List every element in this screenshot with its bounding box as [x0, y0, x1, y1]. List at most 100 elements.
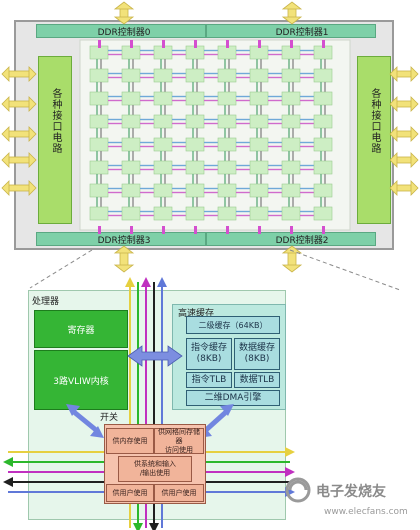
mesh-edge-port [162, 40, 165, 48]
mesh-edge-port [194, 226, 197, 234]
processor-cache-link-arrow [127, 345, 183, 367]
mesh-tile [121, 160, 141, 175]
ddr-controller-0-bar [36, 24, 206, 38]
right-io-arrow [389, 96, 419, 112]
ddr-controller-1-bar [206, 24, 376, 38]
mesh-edge-port [322, 226, 325, 234]
switch-system-io-port: 供系统和输入 /输出使用 [118, 456, 192, 482]
mesh-tile [185, 114, 205, 129]
mesh-tile [249, 183, 269, 198]
ddr-controller-0-label: DDR控制器0 [97, 28, 151, 38]
mesh-tile [281, 68, 301, 83]
icache-box: 指令缓存 (8KB) [186, 338, 232, 370]
mesh-tile [153, 137, 173, 152]
ddr3-io-arrow [113, 245, 135, 273]
itlb-box: 指令TLB [186, 372, 232, 388]
ddr-controller-3-bar [36, 232, 206, 246]
dtlb-box: 数据TLB [234, 372, 280, 388]
mesh-tile [185, 68, 205, 83]
mesh-tile [217, 137, 237, 152]
processor-switch-arrow [66, 404, 104, 438]
io-circuits-left-box [38, 56, 72, 224]
mesh-tile [153, 114, 173, 129]
mesh-tile [217, 160, 237, 175]
mesh-tile [249, 160, 269, 175]
mesh-tile [89, 91, 109, 106]
mesh-tile [217, 68, 237, 83]
register-box: 寄存器 [34, 310, 128, 348]
mesh-tile [153, 91, 173, 106]
mesh-tile [89, 114, 109, 129]
mesh-tile [217, 91, 237, 106]
mesh-edge-port [258, 226, 261, 234]
mesh-edge-port [226, 40, 229, 48]
mesh-tile [153, 206, 173, 221]
mesh-edge-port [290, 40, 293, 48]
switch-label: 开关 [100, 413, 119, 423]
mesh-edge-port [130, 226, 133, 234]
processor-label: 处理器 [32, 297, 60, 307]
mesh-tile [281, 91, 301, 106]
mesh-tile [185, 206, 205, 221]
switch-mesh-port: 供网格间存储器 访问使用 [154, 428, 204, 454]
mesh-tile [249, 68, 269, 83]
mesh-tile [249, 137, 269, 152]
svg-text:电子发烧友: 电子发烧友 [316, 483, 386, 500]
mesh-tile [121, 137, 141, 152]
mesh-tile [313, 114, 333, 129]
mesh-edge-port [98, 226, 101, 234]
mesh-tile [121, 68, 141, 83]
mesh-edge-port [290, 226, 293, 234]
mesh-edge-port [258, 40, 261, 48]
watermark-logo: 电子发烧友 www.elecfans.com [285, 477, 408, 517]
mesh-edge-port [162, 226, 165, 234]
left-io-arrow [1, 66, 37, 82]
mesh-tile [89, 160, 109, 175]
right-io-arrow [389, 152, 419, 168]
mesh-tile [313, 160, 333, 175]
mesh-tile [153, 160, 173, 175]
mesh-tile [281, 206, 301, 221]
mesh-tile [153, 183, 173, 198]
ddr2-io-arrow [281, 245, 303, 273]
mesh-edge-port [322, 40, 325, 48]
mesh-tile [313, 183, 333, 198]
mesh-tile [249, 114, 269, 129]
mesh-tile [121, 114, 141, 129]
mesh-edge-port [130, 40, 133, 48]
cache-label: 高速缓存 [178, 309, 215, 319]
io-circuits-right-label: 各种接口电路 [369, 88, 380, 154]
left-io-arrow [1, 180, 37, 196]
vliw-core-box: 3路VLIW内核 [34, 350, 128, 410]
mesh-tile [185, 160, 205, 175]
mesh-tile [185, 137, 205, 152]
svg-text:www.elecfans.com: www.elecfans.com [324, 507, 408, 517]
mesh-tile [121, 91, 141, 106]
mesh-tile [121, 206, 141, 221]
mesh-tile [89, 68, 109, 83]
mesh-tile [281, 160, 301, 175]
mesh-tile [281, 137, 301, 152]
ddr-controller-3-label: DDR控制器3 [97, 236, 151, 246]
mesh-tile [217, 206, 237, 221]
left-io-arrow [1, 152, 37, 168]
mesh-tile [89, 183, 109, 198]
mesh-tile [281, 114, 301, 129]
switch-memory-port: 供内存使用 [106, 428, 154, 454]
left-io-arrow [1, 126, 37, 142]
mesh-tile [313, 206, 333, 221]
io-circuits-right-box [357, 56, 391, 224]
right-io-arrow [389, 126, 419, 142]
mesh-tile [281, 183, 301, 198]
ddr-controller-2-label: DDR控制器2 [275, 236, 329, 246]
mesh-tile [185, 183, 205, 198]
ddr1-io-arrow [281, 1, 303, 25]
io-circuits-left-label: 各种接口电路 [50, 88, 61, 154]
mesh-tile [249, 91, 269, 106]
switch-user-port-2: 供用户使用 [154, 484, 204, 502]
mesh-tile [185, 91, 205, 106]
mesh-edge-port [98, 40, 101, 48]
l2-cache-box: 二级缓存（64KB） [186, 316, 280, 334]
